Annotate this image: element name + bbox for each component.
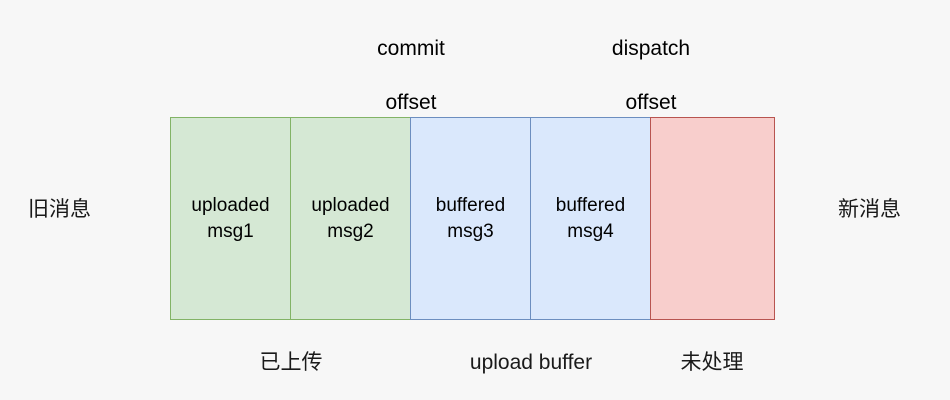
queue-cell-msg2-line2: msg2	[327, 220, 374, 242]
queue-cell-unprocessed	[650, 117, 775, 320]
commit-offset-caption-line2: offset	[385, 91, 437, 114]
queue-cell-msg1: uploaded msg1	[170, 117, 291, 320]
queue-cell-msg4-line2: msg4	[567, 220, 614, 242]
new-message-label: 新消息	[838, 198, 901, 221]
dispatch-offset-caption: dispatch offset	[536, 8, 766, 116]
queue-cell-msg1-line1: uploaded	[191, 194, 270, 216]
bottom-label-upload-buffer: upload buffer	[469, 351, 593, 374]
dispatch-offset-caption-line1: dispatch	[611, 37, 691, 60]
queue-cell-msg2: uploaded msg2	[290, 117, 411, 320]
commit-offset-caption: commit offset	[296, 8, 526, 116]
bottom-label-unhandled: 未处理	[680, 351, 744, 374]
queue-cell-msg1-line2: msg1	[207, 220, 254, 242]
bottom-label-uploaded: 已上传	[259, 351, 323, 374]
queue-cell-msg3-line2: msg3	[447, 220, 494, 242]
queue-cell-msg4: buffered msg4	[530, 117, 651, 320]
queue-cell-msg3-line1: buffered	[435, 194, 506, 216]
message-queue-bar: uploaded msg1 uploaded msg2 buffered msg…	[170, 117, 775, 320]
queue-cell-msg3: buffered msg3	[410, 117, 531, 320]
old-message-label: 旧消息	[28, 198, 91, 221]
commit-offset-caption-line1: commit	[377, 37, 445, 60]
queue-cell-msg2-line1: uploaded	[311, 194, 390, 216]
queue-cell-msg4-line1: buffered	[555, 194, 626, 216]
dispatch-offset-caption-line2: offset	[625, 91, 677, 114]
